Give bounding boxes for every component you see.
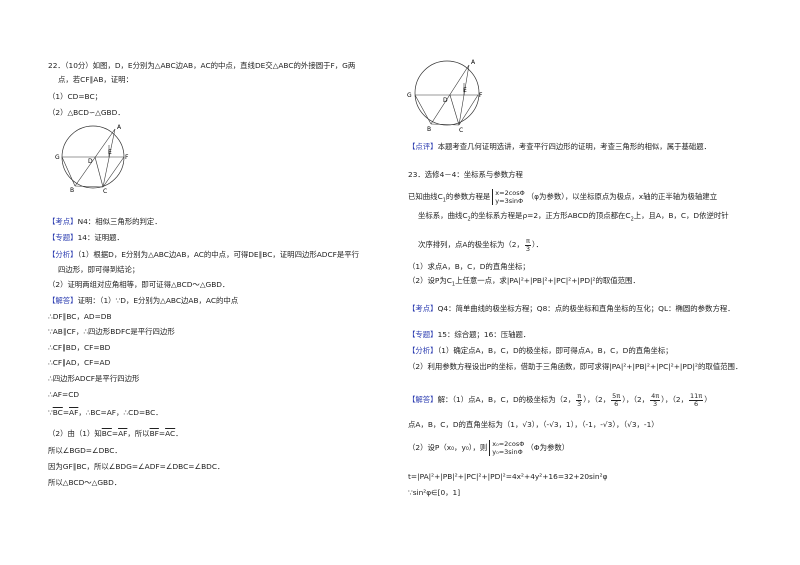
label-c: C bbox=[103, 188, 107, 194]
rect-coords: 点A，B，C，D的直角坐标为（1，√3），（-√3，1），（-1，-√3），（√… bbox=[408, 420, 659, 429]
left-kaodian: 【考点】N4：相似三角形的判定． bbox=[48, 217, 162, 226]
label-f: F bbox=[125, 154, 129, 161]
left-step-4: ∴CF∥AD，CF=AD bbox=[48, 358, 111, 367]
label-g: G bbox=[55, 154, 60, 161]
q22-stem-line2: 点，若CF∥AB，证明： bbox=[58, 75, 133, 84]
right-kaodian: 【考点】Q4：简单曲线的极坐标方程；Q8：点的极坐标和直角坐标的互化；QL：椭圆… bbox=[408, 304, 735, 313]
left-step-9: 所以∠BGD=∠DBC． bbox=[48, 446, 122, 455]
right-dianping: 【点评】本题考查几何证明选讲，考查平行四边形的证明，考查三角形的相似，属于基础题… bbox=[408, 142, 712, 151]
sin-range: ∵sin²φ∈[0，1] bbox=[408, 488, 461, 497]
q22-part2: （2）△BCD∽△GBD． bbox=[48, 108, 125, 117]
right-fenxi: 【分析】（1）确定点A，B，C，D的极坐标，即可得点A，B，C，D的直角坐标； bbox=[408, 346, 673, 355]
left-fenxi: 【分析】（1）根据D，E分别为△ABC边AB，AC的中点，可得DE∥BC，证明四… bbox=[48, 250, 360, 259]
label-d-right: D bbox=[443, 97, 448, 104]
circle-figure-right: A G D E F B C bbox=[407, 59, 483, 134]
label-g-right: G bbox=[407, 92, 412, 99]
label-e-right: E bbox=[463, 87, 467, 94]
q23-part1: （1）求点A，B，C，D的直角坐标； bbox=[408, 262, 530, 271]
label-a: A bbox=[117, 124, 122, 131]
right-zhuanti: 【专题】15：综合题；16：压轴题． bbox=[408, 330, 531, 339]
left-step-10: 因为GF∥BC，所以∠BDG=∠ADF=∠DBC=∠BDC． bbox=[48, 462, 225, 471]
left-step-1: ∴DF∥BC，AD=DB bbox=[48, 312, 112, 321]
label-d: D bbox=[88, 158, 93, 165]
t-expression: t=|PA|²+|PB|²+|PC|²+|PD|²=4x²+4y²+16=32+… bbox=[408, 472, 608, 481]
left-step-6: ∴AF=CD bbox=[48, 390, 80, 399]
label-e: E bbox=[108, 149, 112, 156]
circle-figure-left: A G D E F B C bbox=[55, 124, 129, 194]
q23-part2: （2）设P为C1上任意一点，求|PA|²+|PB|²+|PC|²+|PD|²的取… bbox=[408, 276, 640, 288]
left-zhuanti: 【专题】14：证明题． bbox=[48, 233, 124, 242]
left-step-8: （2）由（1）知BC=AF，所以BF=AC． bbox=[48, 429, 183, 438]
label-b: B bbox=[70, 187, 74, 194]
label-c-right: C bbox=[459, 127, 463, 134]
left-step-7: ∵BC=AF，∴BC=AF，∴CD=BC． bbox=[48, 408, 163, 417]
left-fenxi-1b: 四边形，即可得到结论； bbox=[58, 265, 140, 274]
left-step-5: ∴四边形ADCF是平行四边形 bbox=[48, 374, 140, 383]
q22-stem-line1: 22．（10分）如图，D，E分别为△ABC边AB，AC的中点，直线DE交△ABC… bbox=[48, 61, 356, 70]
label-a-right: A bbox=[471, 59, 476, 66]
left-step-3: ∴CF∥BD，CF=BD bbox=[48, 343, 111, 352]
right-fenxi-2: （2）利用参数方程设出P的坐标，借助于三角函数，即可求得|PA|²+|PB|²+… bbox=[408, 362, 743, 371]
q22-part1: （1）CD=BC； bbox=[48, 92, 103, 101]
label-b-right: B bbox=[427, 126, 431, 133]
q23-line2: 坐标系，曲线C2的坐标系方程是ρ=2，正方形ABCD的顶点都在C2上，且A，B，… bbox=[418, 211, 729, 223]
q23-title: 23．选修4－4：坐标系与参数方程 bbox=[408, 170, 523, 179]
left-step-11: 所以△BCD～△GBD． bbox=[48, 478, 122, 487]
left-step-2: ∵AB∥CF，∴四边形BDFC是平行四边形 bbox=[48, 327, 175, 336]
left-fenxi-2: （2）证明两组对应角相等，即可证得△BCD～△GBD． bbox=[48, 280, 230, 289]
label-f-right: F bbox=[479, 92, 483, 99]
left-jieda: 【解答】证明：（1）∵D，E分别为△ABC边AB，AC的中点 bbox=[48, 296, 239, 305]
